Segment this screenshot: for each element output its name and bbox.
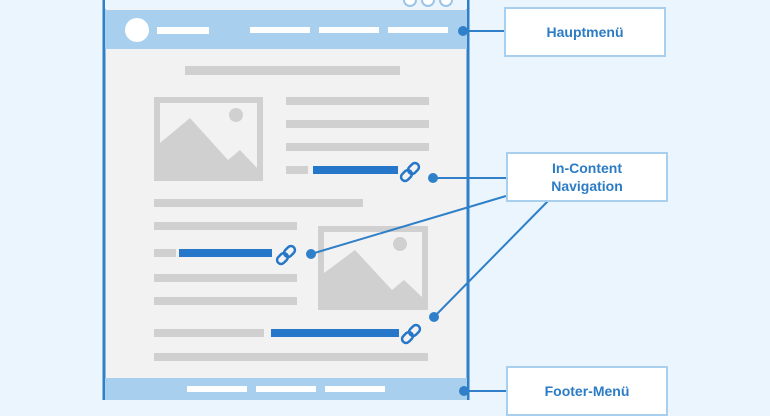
link-chain-icon: [400, 323, 422, 345]
footer-menu-item-3[interactable]: [325, 386, 385, 392]
footer-menu-item-2[interactable]: [256, 386, 316, 392]
logo-circle-icon: [125, 18, 149, 42]
text-line: [286, 120, 429, 128]
callout-in-content-navigation: In-Content Navigation: [506, 152, 668, 202]
in-content-link-2[interactable]: [179, 249, 272, 257]
text-line: [286, 143, 429, 151]
callout-main-menu: Hauptmenü: [504, 7, 666, 57]
link-chain-icon: [275, 244, 297, 266]
callout-main-menu-label: Hauptmenü: [546, 24, 624, 40]
website-wireframe-diagram: [102, 0, 549, 400]
callout-footer-menu-label: Footer-Menü: [544, 383, 630, 399]
main-menu-item-1[interactable]: [250, 27, 310, 33]
text-line: [286, 97, 429, 105]
callout-in-content-label-line2: Navigation: [551, 178, 623, 194]
page-title-placeholder: [185, 66, 400, 75]
main-menu-item-2[interactable]: [319, 27, 379, 33]
link-chain-icon: [399, 161, 421, 183]
connector-dot: [458, 26, 468, 36]
text-line: [154, 297, 297, 305]
window-title-strip: [105, 0, 467, 9]
callout-in-content-label-line1: In-Content: [552, 160, 622, 176]
text-line: [154, 249, 176, 257]
window-control-dots-icon: [403, 0, 453, 7]
callout-footer-menu: Footer-Menü: [506, 366, 668, 416]
text-line: [154, 329, 264, 337]
logo-text-placeholder: [157, 27, 209, 34]
in-content-link-3[interactable]: [271, 329, 399, 337]
connector-line-in-content-3: [433, 200, 549, 318]
text-line: [154, 353, 428, 361]
connector-line-in-content-2: [310, 195, 507, 255]
text-line: [154, 222, 297, 230]
text-line: [286, 166, 308, 174]
text-line: [154, 274, 297, 282]
footer-menu-item-1[interactable]: [187, 386, 247, 392]
main-menu-item-3[interactable]: [388, 27, 448, 33]
image-placeholder-icon: [154, 97, 263, 181]
in-content-link-1[interactable]: [313, 166, 398, 174]
connector-dot: [459, 386, 469, 396]
text-line: [154, 199, 363, 207]
image-placeholder-icon: [318, 226, 428, 310]
